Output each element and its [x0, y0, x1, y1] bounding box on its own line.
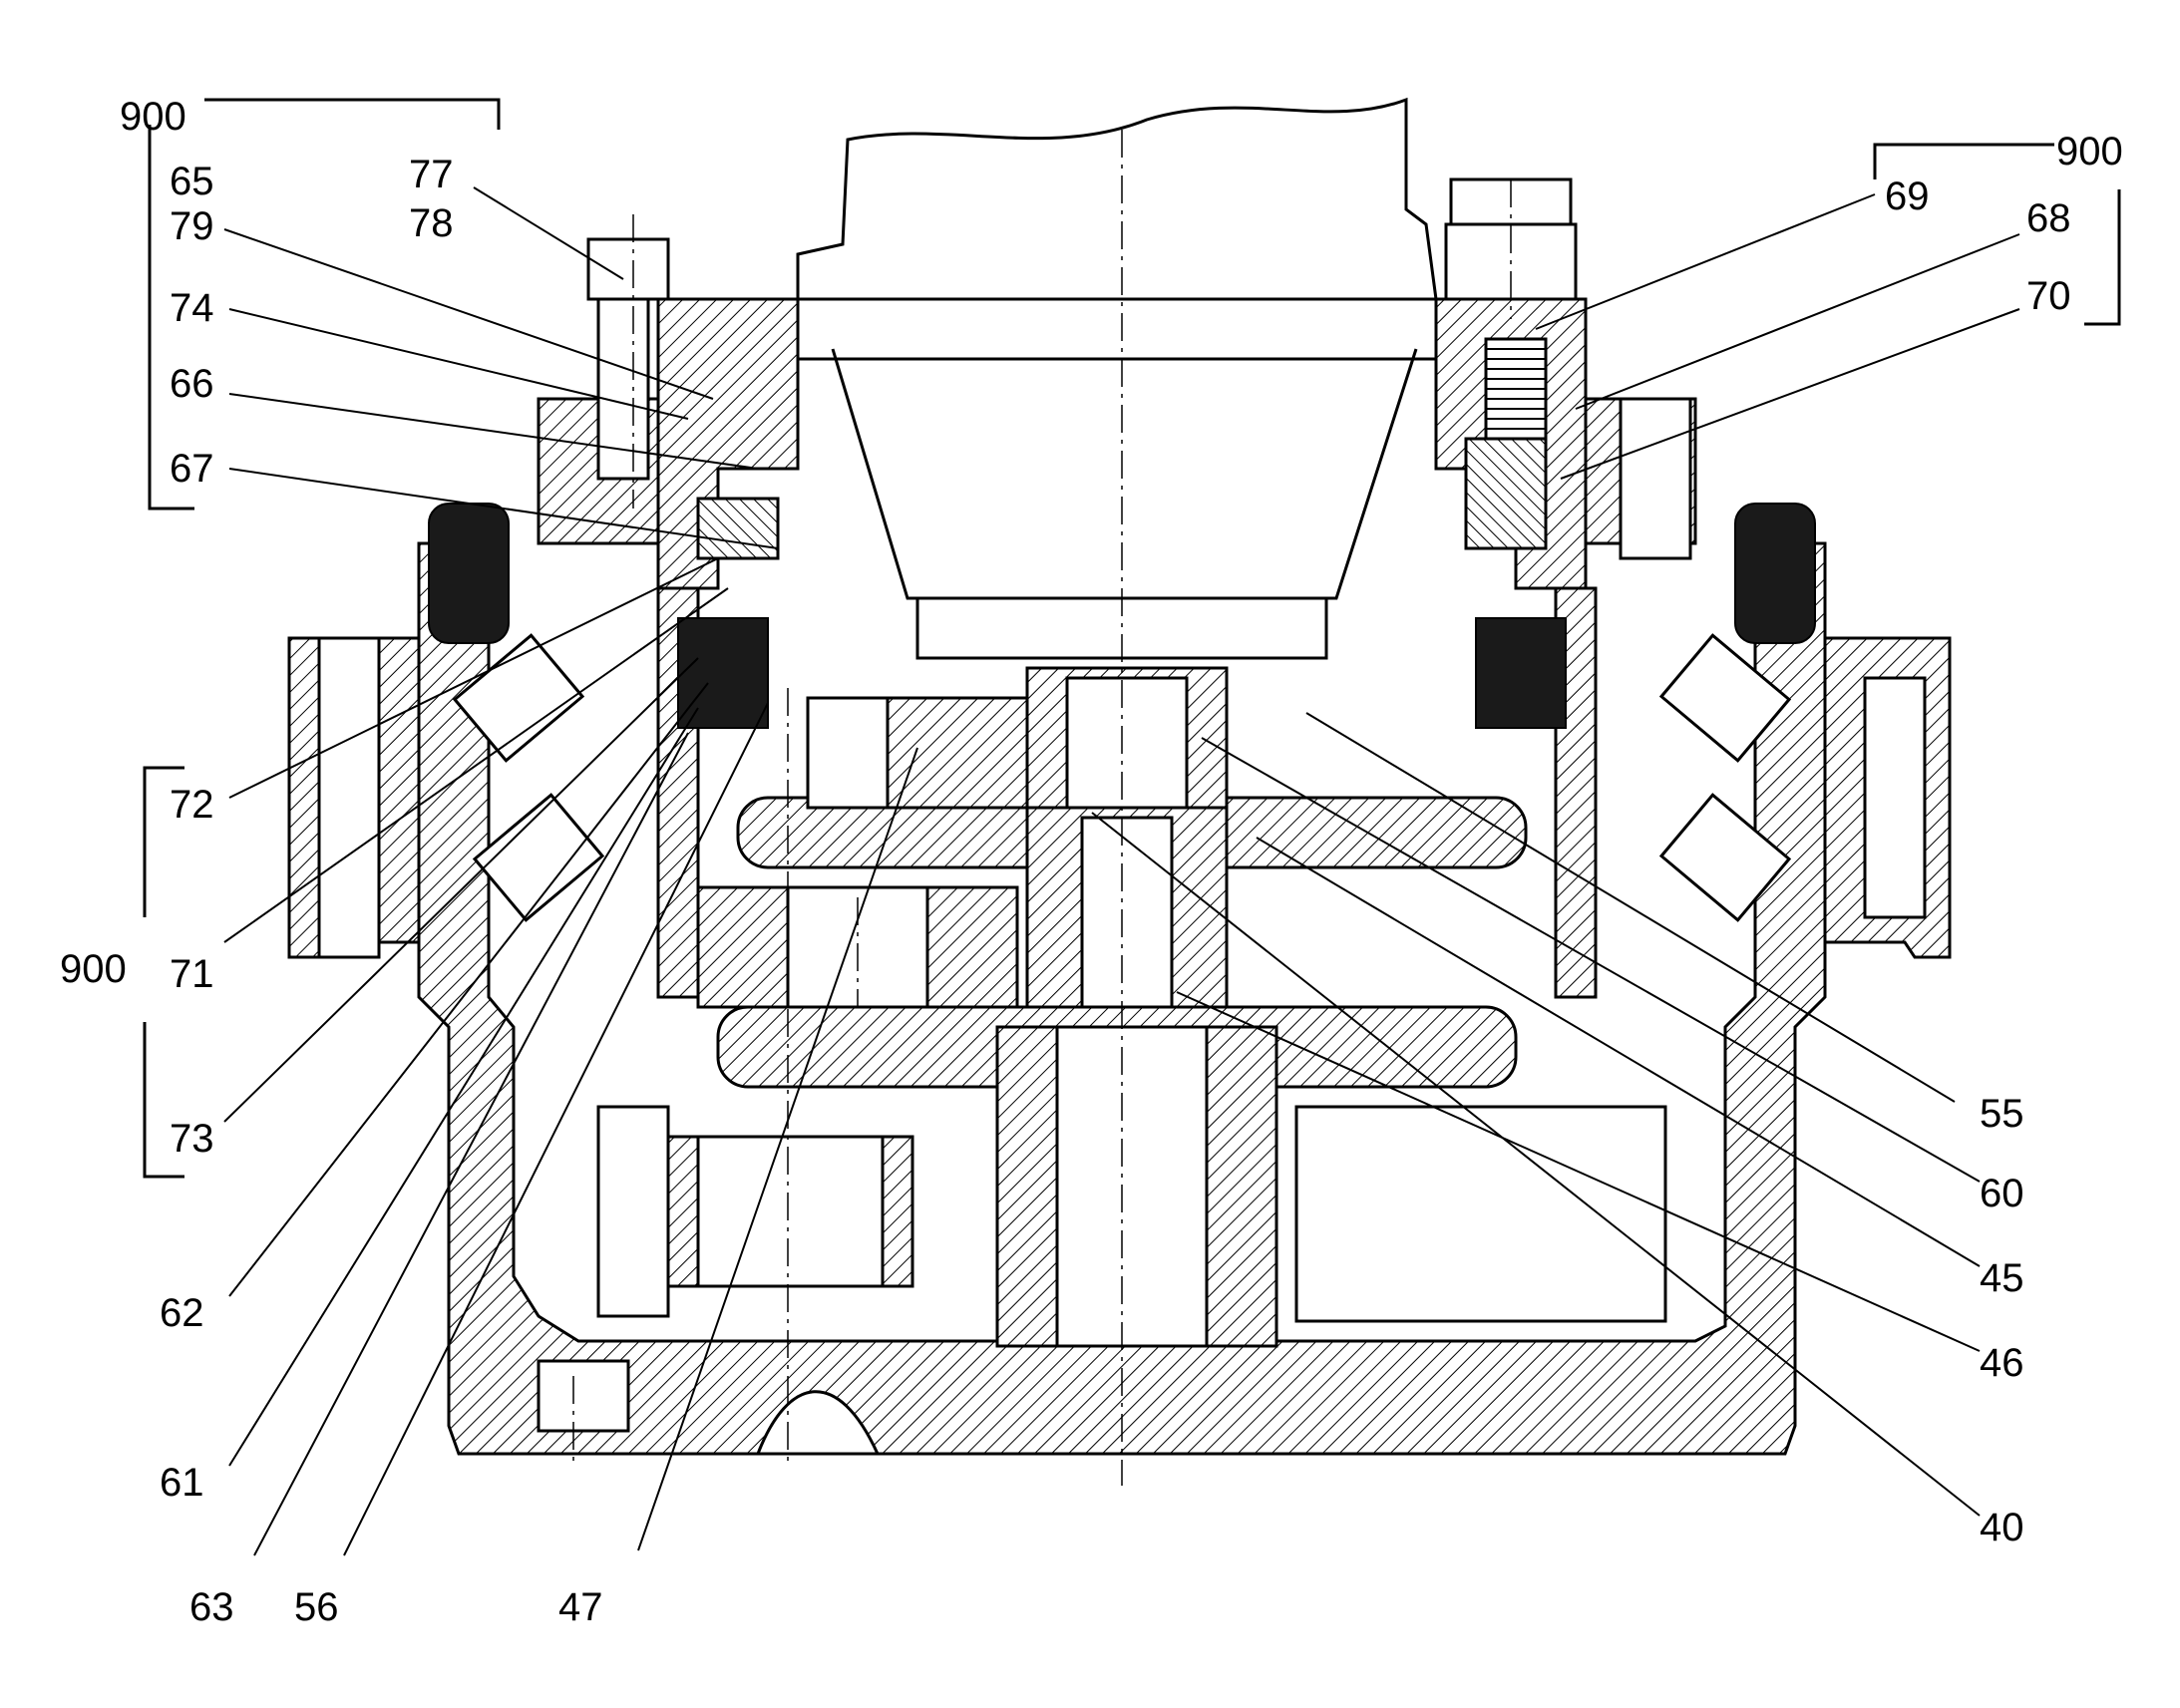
label-63: 63 [189, 1585, 234, 1629]
label-65: 65 [170, 160, 214, 203]
label-68: 68 [2026, 196, 2071, 240]
label-69: 69 [1885, 174, 1930, 218]
label-77: 77 [409, 153, 454, 196]
label-900-top-right: 900 [2056, 130, 2123, 173]
leader-lines [223, 186, 2020, 1556]
upper-hub [537, 177, 1697, 999]
bracket-900-top-left [148, 98, 501, 511]
label-56: 56 [294, 1585, 339, 1629]
label-66: 66 [170, 362, 214, 406]
label-71: 71 [170, 952, 214, 996]
label-79: 79 [170, 204, 214, 248]
bracket-900-top-right [1873, 143, 2121, 326]
friction-pack-left [677, 497, 780, 729]
label-46: 46 [1980, 1341, 2024, 1385]
label-60: 60 [1980, 1172, 2024, 1215]
spring-stack-right [1464, 337, 1548, 550]
label-78: 78 [409, 201, 454, 245]
part-labels: 900 65 77 78 79 74 66 67 900 69 68 70 72… [60, 95, 2123, 1629]
label-74: 74 [170, 286, 214, 330]
label-55: 55 [1980, 1092, 2024, 1136]
centerlines [572, 130, 1512, 1486]
label-900-top-left: 900 [120, 95, 186, 139]
label-61: 61 [160, 1461, 204, 1505]
outer-housing [287, 541, 1952, 1456]
planet-carrier [596, 666, 1667, 1348]
top-housing [796, 97, 1438, 660]
label-67: 67 [170, 447, 214, 491]
friction-pack-right [1475, 617, 1567, 729]
bracket-900-left [143, 766, 184, 1179]
label-62: 62 [160, 1291, 204, 1335]
label-40: 40 [1980, 1506, 2024, 1549]
label-47: 47 [558, 1585, 603, 1629]
label-72: 72 [170, 783, 214, 827]
label-45: 45 [1980, 1256, 2024, 1300]
label-900-left: 900 [60, 947, 127, 991]
bearing-left [428, 503, 605, 922]
label-73: 73 [170, 1117, 214, 1161]
label-70: 70 [2026, 274, 2071, 318]
bearing-right [1658, 503, 1816, 922]
